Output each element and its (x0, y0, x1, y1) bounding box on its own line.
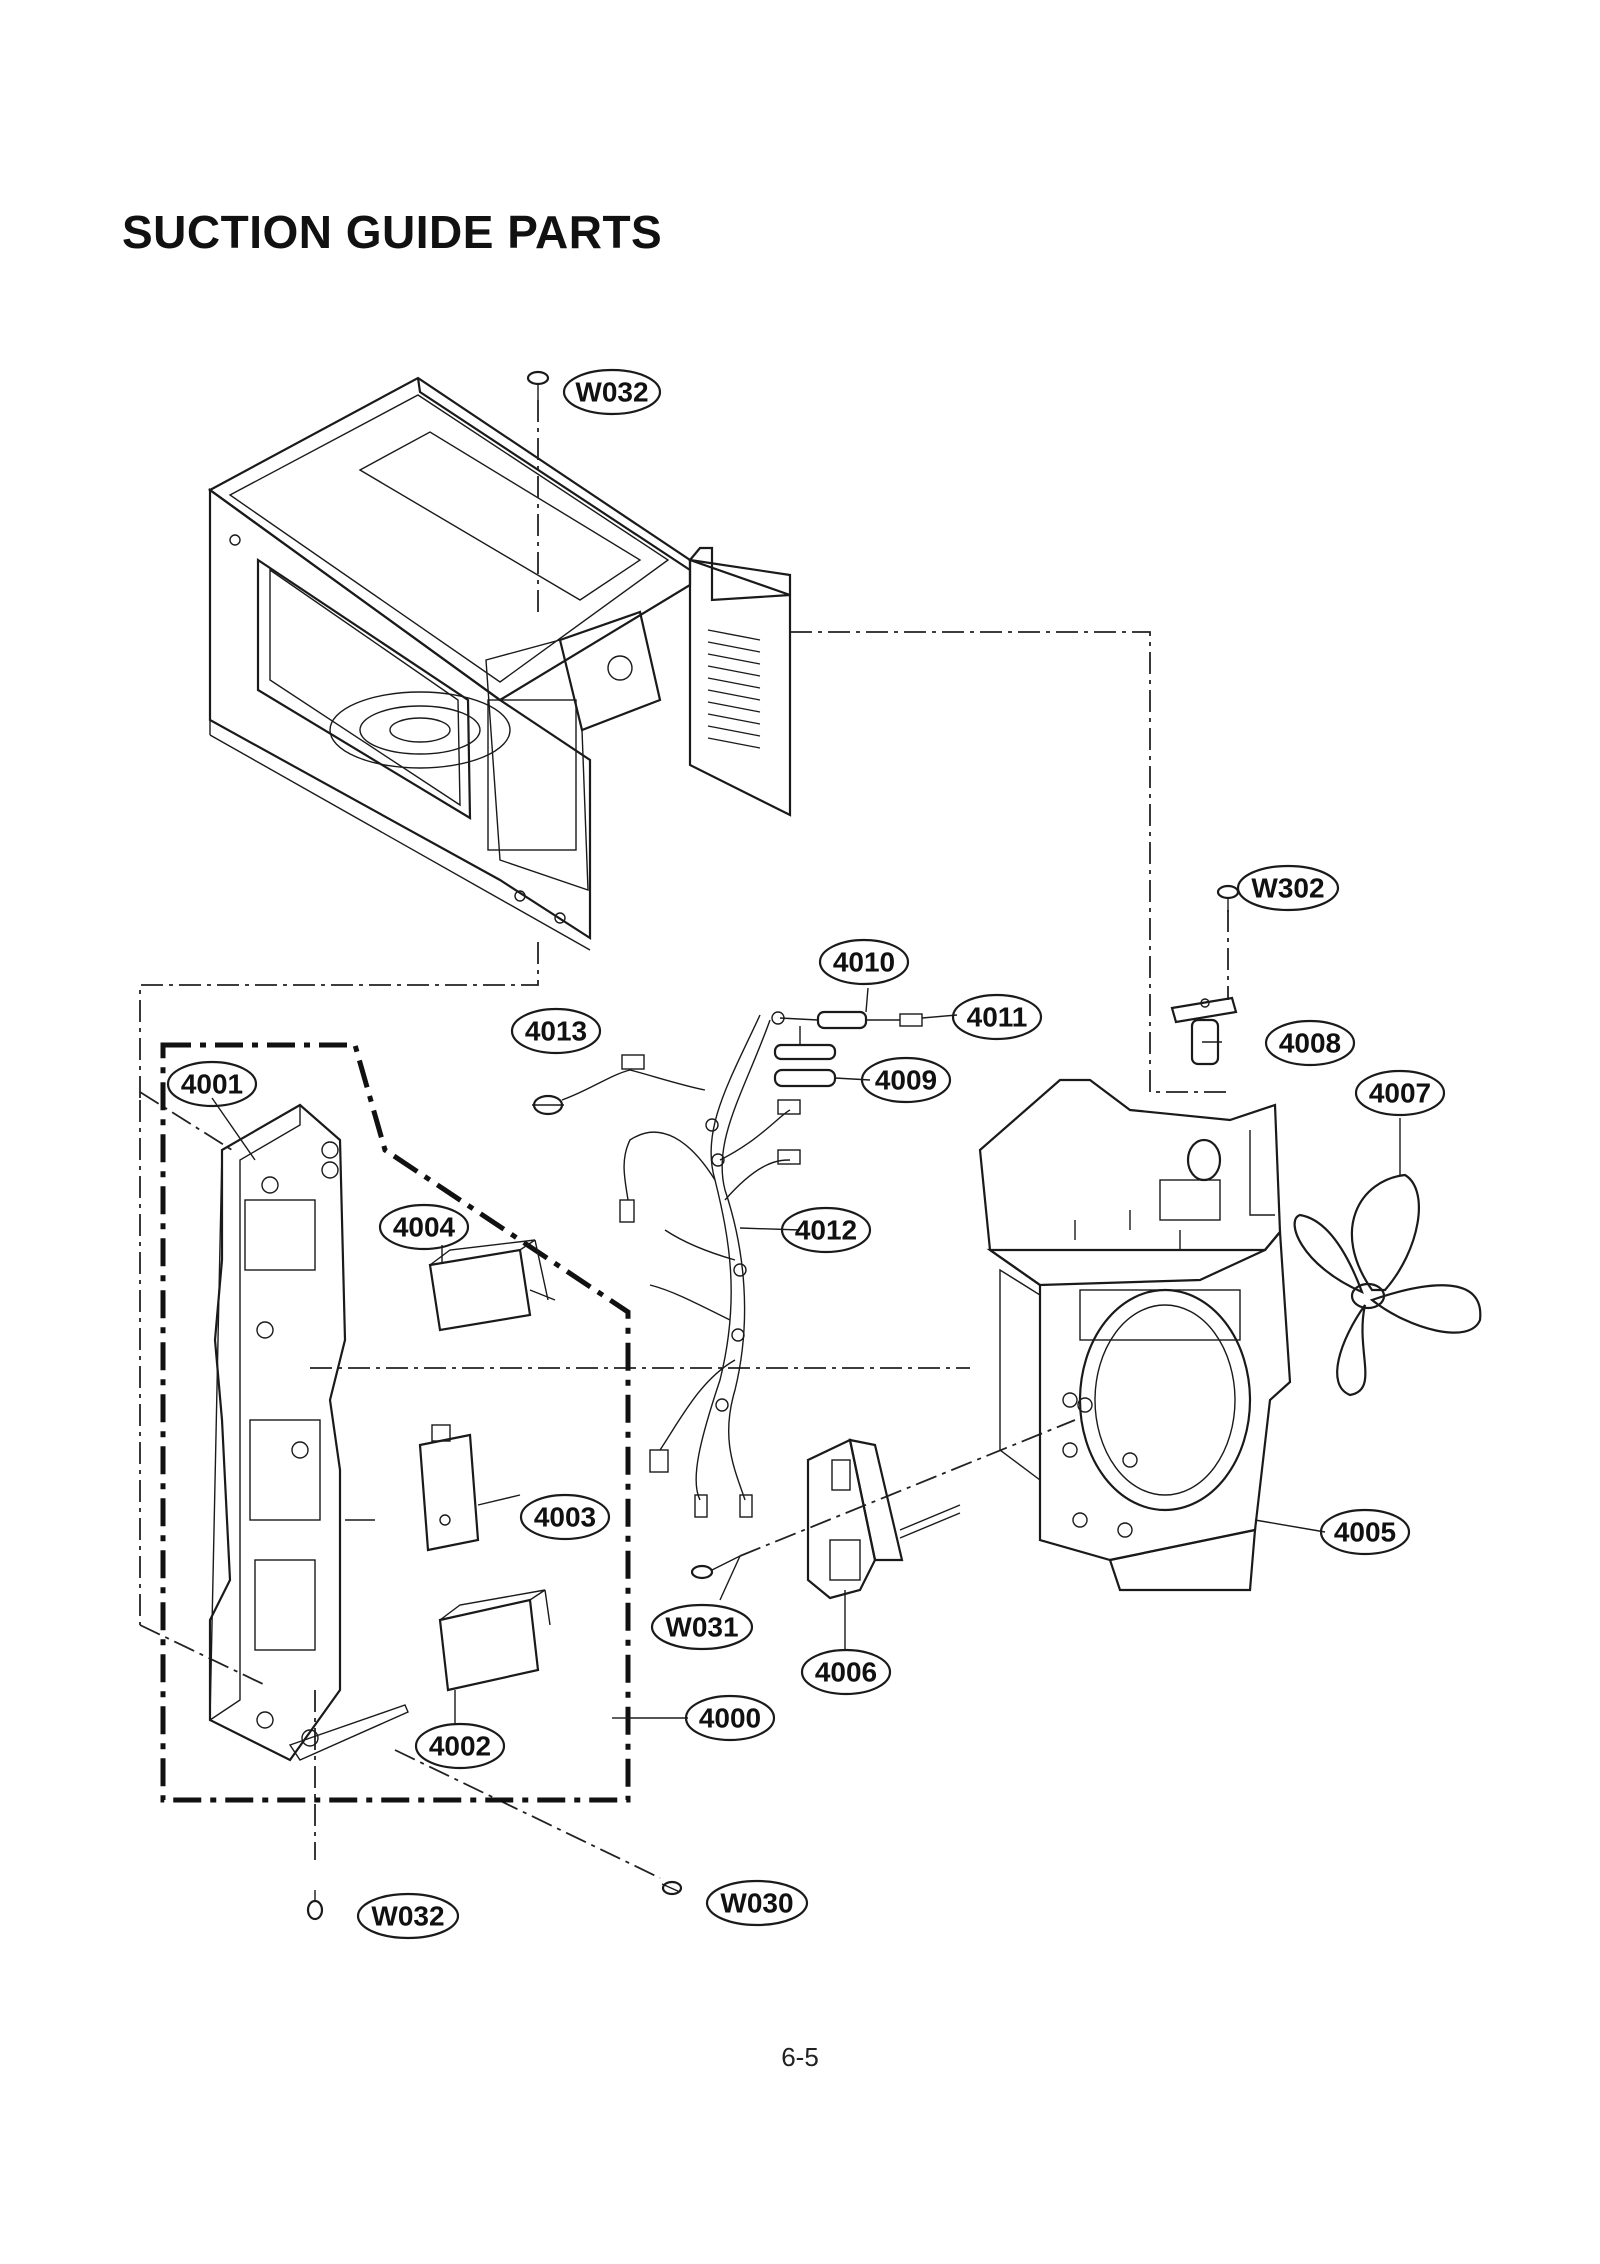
svg-text:4002: 4002 (429, 1731, 491, 1762)
page-title: SUCTION GUIDE PARTS (122, 206, 663, 258)
callout-4001: 4001 (166, 1060, 258, 1108)
svg-text:W032: W032 (575, 377, 648, 408)
callout-W031: W031 (650, 1603, 754, 1651)
callout-4002: 4002 (414, 1722, 506, 1770)
micro-switch-4002 (438, 1589, 551, 1692)
callout-4013: 4013 (510, 1007, 602, 1055)
svg-text:4006: 4006 (815, 1657, 877, 1688)
micro-switch-4003 (418, 1424, 480, 1552)
svg-text:4011: 4011 (967, 1002, 1028, 1033)
callout-W032-bottom: W032 (356, 1892, 460, 1940)
screw-w030 (661, 1880, 683, 1896)
svg-text:4008: 4008 (1279, 1028, 1341, 1059)
leader-lines (211, 987, 1401, 1725)
callout-4012: 4012 (780, 1206, 872, 1254)
svg-text:4001: 4001 (181, 1069, 243, 1100)
callout-W032-top: W032 (562, 368, 662, 416)
fan-motor (806, 1438, 961, 1600)
thermostat-4013 (532, 1069, 631, 1116)
assembly-4000-outline (160, 1042, 631, 1803)
oven-cavity (207, 376, 792, 951)
micro-switch-4004 (428, 1239, 556, 1332)
callout-4005: 4005 (1319, 1508, 1411, 1556)
svg-text:4009: 4009 (875, 1065, 937, 1096)
screw-w302 (1216, 884, 1240, 912)
callout-4009: 4009 (860, 1056, 952, 1104)
callout-4011: 4011 (951, 993, 1043, 1041)
svg-text:4012: 4012 (795, 1215, 857, 1246)
latch-board (208, 1103, 409, 1762)
assembly-guide-lines (139, 400, 1230, 1879)
callout-4003: 4003 (519, 1493, 611, 1541)
svg-text:4010: 4010 (833, 947, 895, 978)
callout-W302: W302 (1236, 864, 1340, 912)
screw-w032-top (526, 370, 550, 400)
fan-blade (1293, 1173, 1482, 1397)
page-number: 6-5 (781, 2042, 819, 2072)
callout-4008: 4008 (1264, 1019, 1356, 1067)
svg-text:4013: 4013 (525, 1016, 587, 1047)
lamp-socket-4008 (1170, 996, 1238, 1066)
screw-w031 (690, 1555, 741, 1580)
svg-text:W032: W032 (371, 1901, 444, 1932)
svg-text:4007: 4007 (1369, 1078, 1431, 1109)
suction-guide (978, 1078, 1292, 1592)
callout-4000: 4000 (684, 1694, 776, 1742)
svg-text:W030: W030 (720, 1888, 793, 1919)
svg-text:4005: 4005 (1334, 1517, 1396, 1548)
svg-text:W031: W031 (665, 1612, 738, 1643)
svg-text:W302: W302 (1251, 873, 1324, 904)
callout-4007: 4007 (1354, 1069, 1446, 1117)
callout-W030: W030 (705, 1879, 809, 1927)
wire-harness (619, 1014, 801, 1518)
svg-text:4003: 4003 (534, 1502, 596, 1533)
callout-4004: 4004 (378, 1203, 470, 1251)
svg-text:4000: 4000 (699, 1703, 761, 1734)
callout-4006: 4006 (800, 1648, 892, 1696)
callout-4010: 4010 (818, 938, 910, 986)
svg-text:4004: 4004 (393, 1212, 456, 1243)
screw-w032-bottom (306, 1890, 324, 1921)
